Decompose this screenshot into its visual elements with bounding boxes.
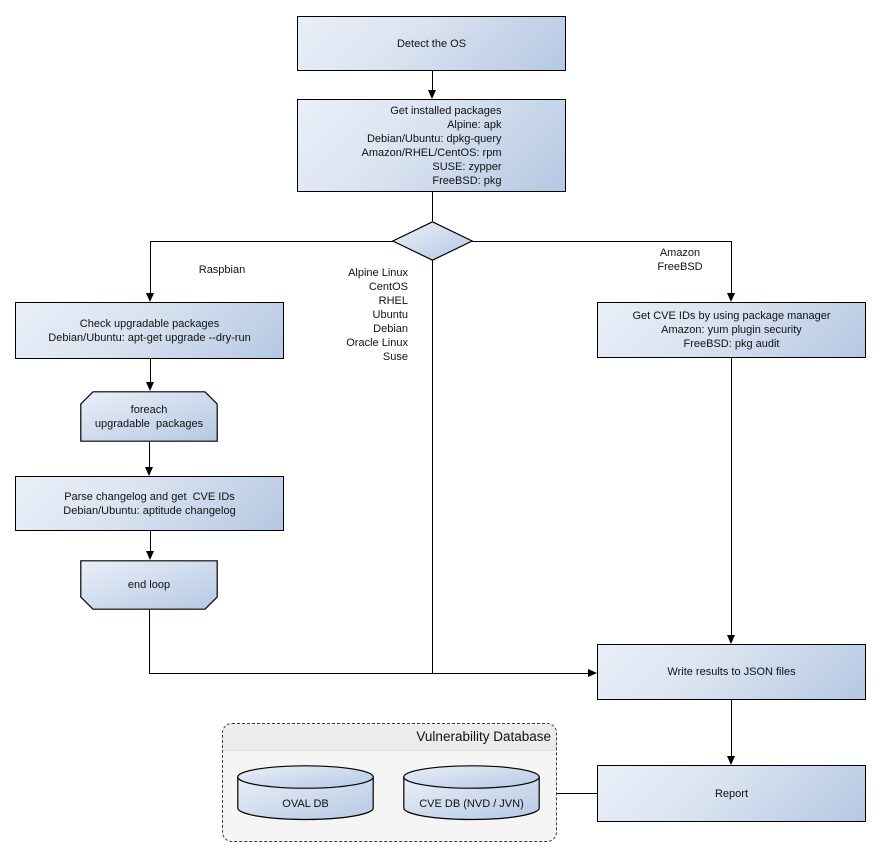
arrowhead-into-write-results-left: [588, 669, 597, 677]
foreach-loop-shape: [80, 391, 218, 442]
edge-endloop-down: [149, 610, 150, 674]
node-report: Report: [597, 765, 866, 822]
edge-diamond-left-vertical: [150, 241, 151, 296]
vulnerability-database-title: Vulnerability Database: [223, 724, 556, 751]
node-end-loop: end loop: [80, 560, 218, 610]
arrowhead-into-get-cve-ids: [727, 293, 735, 302]
database-cylinder-icon: [403, 765, 540, 821]
arrowhead-into-parse: [145, 467, 153, 476]
edge-database-to-report: [557, 793, 597, 794]
node-check-upgradable: Check upgradable packages Debian/Ubuntu:…: [15, 302, 284, 359]
oval-db-cylinder: OVAL DB: [237, 765, 374, 821]
edge-parse-to-endloop: [150, 531, 151, 554]
edge-label-os-list: Alpine Linux CentOS RHEL Ubuntu Debian O…: [346, 267, 408, 363]
edge-check-to-foreach: [150, 359, 151, 385]
decision-diamond: [392, 221, 473, 261]
edge-packages-to-diamond: [432, 192, 433, 221]
arrowhead-into-write-results-top: [727, 635, 735, 644]
arrowhead-into-packages: [428, 90, 436, 99]
node-get-installed-packages-label: Get installed packages Alpine: apk Debia…: [361, 104, 502, 187]
edge-diamond-left-horizontal: [150, 241, 393, 242]
node-foreach-loop-label: foreach upgradable packages: [94, 403, 204, 430]
node-get-cve-ids: Get CVE IDs by using package manager Ama…: [597, 302, 866, 358]
edge-diamond-middle-vertical: [432, 260, 433, 673]
edge-merge-to-write-results: [149, 673, 590, 674]
node-report-label: Report: [714, 787, 749, 800]
node-foreach-loop: foreach upgradable packages: [80, 391, 218, 442]
database-cylinder-icon: [237, 765, 374, 821]
decision-diamond-shape: [392, 221, 473, 261]
oval-db-label: OVAL DB: [282, 798, 329, 810]
end-loop-shape: [80, 560, 218, 610]
node-parse-changelog: Parse changelog and get CVE IDs Debian/U…: [15, 476, 284, 531]
node-parse-changelog-label: Parse changelog and get CVE IDs Debian/U…: [63, 490, 236, 517]
arrowhead-into-report: [727, 756, 735, 765]
node-get-installed-packages: Get installed packages Alpine: apk Debia…: [297, 99, 566, 192]
edge-diamond-right-vertical: [731, 241, 732, 296]
arrowhead-into-endloop: [146, 551, 154, 560]
node-write-results-label: Write results to JSON files: [667, 666, 796, 678]
cve-db-cylinder: CVE DB (NVD / JVN): [403, 765, 540, 821]
node-detect-os: Detect the OS: [297, 16, 566, 71]
edge-diamond-right-horizontal: [472, 241, 731, 242]
edge-write-results-to-report: [731, 700, 732, 760]
node-write-results: Write results to JSON files: [597, 644, 866, 700]
edge-label-raspbian: Raspbian: [198, 264, 246, 276]
node-check-upgradable-label: Check upgradable packages Debian/Ubuntu:…: [48, 317, 251, 344]
node-detect-os-label: Detect the OS: [396, 37, 467, 50]
node-get-cve-ids-label: Get CVE IDs by using package manager Ama…: [632, 310, 831, 350]
edge-label-amazon-freebsd: Amazon FreeBSD: [657, 247, 703, 273]
cve-db-label: CVE DB (NVD / JVN): [419, 798, 524, 810]
node-end-loop-label: end loop: [127, 579, 171, 591]
edge-foreach-to-parse: [149, 442, 150, 470]
edge-detectos-to-packages: [432, 71, 433, 95]
arrowhead-into-check-upgradable: [146, 293, 154, 302]
arrowhead-into-foreach: [146, 382, 154, 391]
edge-getcve-to-write-results: [731, 358, 732, 639]
